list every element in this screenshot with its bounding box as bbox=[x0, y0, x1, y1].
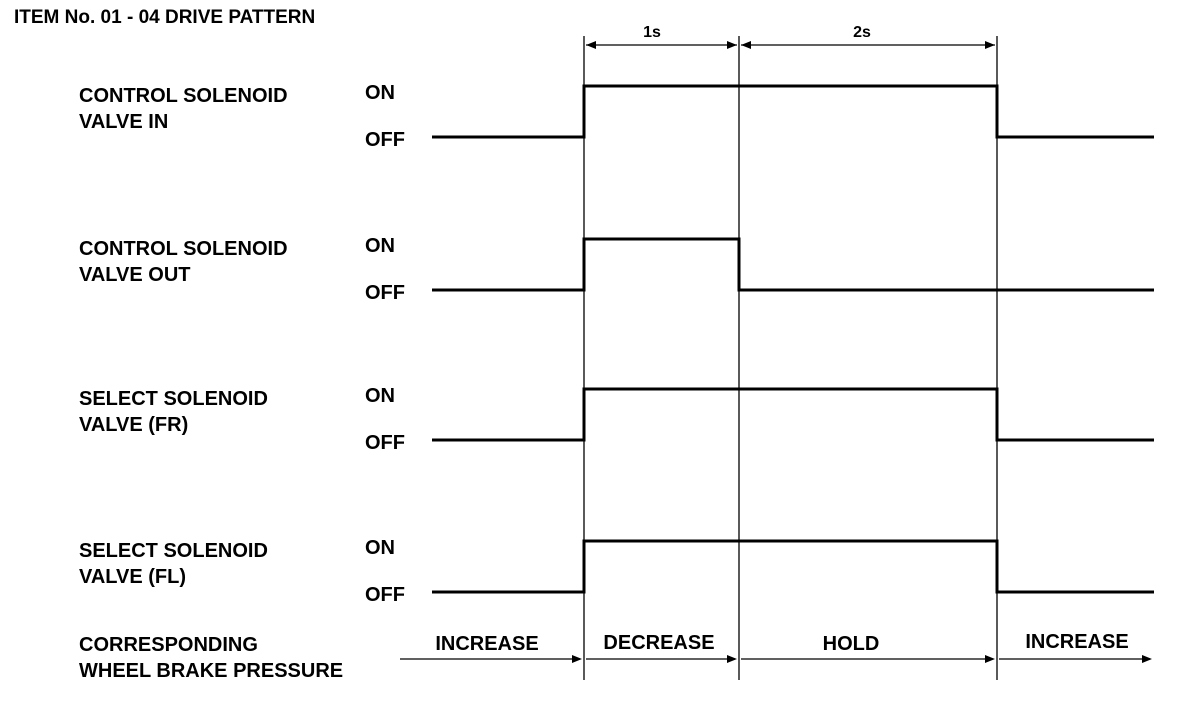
state-off-label: OFF bbox=[365, 432, 405, 454]
phase-label-3: HOLD bbox=[823, 633, 880, 655]
state-off-label: OFF bbox=[365, 282, 405, 304]
duration-1s-label: 1s bbox=[643, 24, 661, 41]
state-on-label: ON bbox=[365, 537, 395, 559]
signal-label-line2: VALVE (FL) bbox=[79, 566, 186, 588]
signal-waveform bbox=[432, 237, 1154, 292]
signal-label-line2: VALVE (FR) bbox=[79, 414, 188, 436]
state-on-label: ON bbox=[365, 82, 395, 104]
signal-label-line2: VALVE IN bbox=[79, 111, 168, 133]
pressure-label-line1: CORRESPONDING bbox=[79, 634, 258, 656]
phase-label-2: DECREASE bbox=[603, 632, 714, 654]
diagram-title: ITEM No. 01 - 04 DRIVE PATTERN bbox=[14, 7, 315, 28]
arrowhead bbox=[727, 655, 737, 663]
signal-row: CONTROL SOLENOID VALVE IN ON OFF bbox=[79, 82, 1154, 151]
signal-label-line1: CONTROL SOLENOID bbox=[79, 238, 288, 260]
signal-row: CONTROL SOLENOID VALVE OUT ON OFF bbox=[79, 235, 1154, 304]
state-on-label: ON bbox=[365, 235, 395, 257]
duration-2s-label: 2s bbox=[853, 24, 871, 41]
state-off-label: OFF bbox=[365, 584, 405, 606]
signal-row: SELECT SOLENOID VALVE (FL) ON OFF bbox=[79, 537, 1154, 606]
pressure-row: CORRESPONDING WHEEL BRAKE PRESSURE INCRE… bbox=[79, 631, 1152, 682]
arrowhead bbox=[985, 41, 995, 49]
arrowhead bbox=[572, 655, 582, 663]
phase-label-4: INCREASE bbox=[1025, 631, 1128, 653]
arrowhead bbox=[985, 655, 995, 663]
arrowhead bbox=[1142, 655, 1152, 663]
signal-label-line2: VALVE OUT bbox=[79, 264, 190, 286]
signal-waveform bbox=[432, 387, 1154, 442]
arrowhead bbox=[727, 41, 737, 49]
signal-row: SELECT SOLENOID VALVE (FR) ON OFF bbox=[79, 385, 1154, 454]
signal-waveform bbox=[432, 84, 1154, 139]
arrowhead bbox=[741, 41, 751, 49]
state-on-label: ON bbox=[365, 385, 395, 407]
signal-label-line1: SELECT SOLENOID bbox=[79, 540, 268, 562]
signal-label-line1: SELECT SOLENOID bbox=[79, 388, 268, 410]
phase-label-1: INCREASE bbox=[435, 633, 538, 655]
duration-markers: 1s 2s bbox=[583, 24, 998, 680]
signal-waveform bbox=[432, 539, 1154, 594]
arrowhead bbox=[586, 41, 596, 49]
state-off-label: OFF bbox=[365, 129, 405, 151]
signal-label-line1: CONTROL SOLENOID bbox=[79, 85, 288, 107]
pressure-label-line2: WHEEL BRAKE PRESSURE bbox=[79, 660, 343, 682]
